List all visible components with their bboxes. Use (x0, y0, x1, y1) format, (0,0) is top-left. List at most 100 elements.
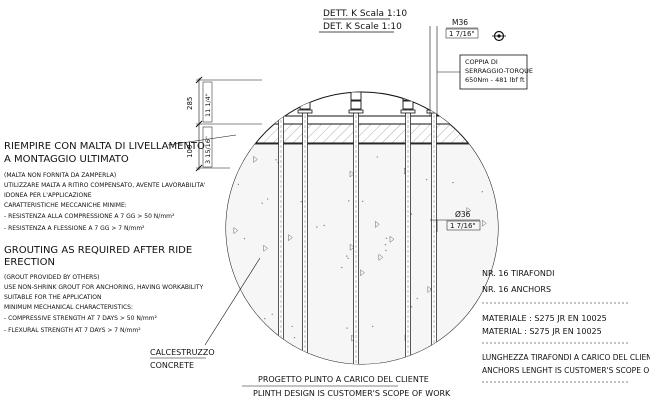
aggregate-speck (293, 336, 296, 339)
material-it: MATERIALE : S275 JR EN 10025 (482, 314, 607, 323)
hole-diameter-inch: 1 7/16" (450, 222, 476, 230)
aggregate-speck (372, 325, 374, 328)
aggregate-speck (252, 336, 257, 344)
torque-line-2: SERRAGGIO-TORQUE (465, 67, 533, 75)
aggregate-speck (243, 237, 246, 240)
concrete-label-en: CONCRETE (150, 361, 194, 370)
aggregate-speck (263, 244, 269, 252)
aggregate-speck (261, 202, 263, 204)
anchors-count-it: NR. 16 TIRAFONDI (482, 269, 554, 278)
anchors-count-en: NR. 16 ANCHORS (482, 285, 551, 294)
torque-line-1: COPPIA DI (465, 58, 498, 66)
aggregate-speck (346, 255, 348, 257)
aggregate-speck (275, 159, 277, 161)
aggregate-speck (385, 249, 387, 252)
aggregate-speck (349, 243, 355, 251)
aggregate-speck (349, 170, 355, 178)
aggregate-speck (425, 178, 428, 181)
aggregate-speck (316, 226, 318, 228)
material-en: MATERIAL : S275 JR EN 10025 (482, 327, 602, 336)
aggregate-speck (347, 257, 349, 260)
aggregate-speck (482, 219, 487, 227)
aggregate-speck (254, 359, 257, 361)
anchor-nut (350, 100, 362, 110)
aggregate-speck (237, 183, 240, 186)
aggregate-speck (481, 191, 484, 193)
anchor-nut (275, 92, 287, 101)
anchor-washer (348, 109, 364, 114)
anchor-nut (428, 100, 440, 110)
anchor-washer (400, 109, 416, 114)
aggregate-speck (474, 331, 476, 334)
aggregate-speck (361, 200, 364, 203)
torque-line-3: 650Nm - 481 lbf ft (465, 76, 525, 84)
grout-en-line-2: USE NON-SHRINK GROUT FOR ANCHORING, HAVI… (4, 284, 204, 291)
dim-285: 285 (186, 97, 194, 110)
aggregate-speck (416, 297, 418, 300)
grout-en-line-3: SUITABLE FOR THE APPLICATION (4, 294, 101, 301)
torque-icon (492, 30, 506, 42)
aggregate-speck (477, 354, 479, 357)
grout-en-line-6: - FLEXURAL STRENGTH AT 7 DAYS > 7 N/mm² (4, 327, 141, 334)
anchor-nut (402, 100, 414, 110)
aggregate-speck (452, 181, 454, 184)
grout-it-title-1: RIEMPIRE CON MALTA DI LIVELLAMENTO (4, 141, 205, 152)
dim-100-inch: 3 15/16" (204, 136, 212, 164)
grout-it-title-2: A MONTAGGIO ULTIMATO (4, 154, 129, 165)
aggregate-speck (427, 285, 433, 293)
anchor-length-it: LUNGHEZZA TIRAFONDI A CARICO DEL CLIENTE (482, 353, 650, 362)
aggregate-speck (275, 358, 278, 360)
aggregate-speck (252, 346, 258, 354)
bolt-size-inch-label: 1 7/16" (449, 30, 475, 38)
anchor-nut (350, 92, 362, 101)
footer-it: PROGETTO PLINTO A CARICO DEL CLIENTE (258, 375, 429, 384)
torque-box (459, 54, 528, 90)
aggregate-speck (385, 237, 388, 239)
anchor-nut (428, 92, 440, 101)
footer-en: PLINTH DESIGN IS CUSTOMER'S SCOPE OF WOR… (253, 389, 451, 398)
aggregate-speck (271, 313, 273, 315)
dim-285-inch: 11 1/4" (204, 93, 212, 117)
aggregate-speck (264, 317, 266, 320)
aggregate-speck (301, 352, 303, 354)
grout-it-line-4: CARATTERISTICHE MECCANICHE MINIME: (4, 202, 127, 209)
aggregate-speck (346, 327, 348, 329)
concrete-label-it: CALCESTRUZZO (150, 348, 215, 357)
dim-100: 100 (186, 145, 194, 158)
aggregate-speck (375, 220, 380, 228)
grout-en-line-1: (GROUT PROVIDED BY OTHERS) (4, 274, 99, 281)
aggregate-speck (376, 156, 378, 158)
aggregate-speck (384, 243, 387, 246)
detail-title-it: DETT. K Scala 1:10 (323, 9, 407, 19)
aggregate-speck (323, 224, 325, 227)
grout-it-line-5: - RESISTENZA ALLA COMPRESSIONE A 7 GG > … (4, 213, 175, 220)
grout-it-line-6: - RESISTENZA A FLESSIONE A 7 GG > 7 N/mm… (4, 225, 145, 232)
aggregate-speck (389, 235, 395, 243)
anchor-length-en: ANCHORS LENGHT IS CUSTOMER'S SCOPE OF WO… (482, 366, 650, 375)
aggregate-speck (341, 266, 343, 269)
anchor-nut (275, 100, 287, 110)
aggregate-speck (348, 200, 350, 202)
hole-diameter-label: Ø36 (455, 210, 471, 219)
bolt-size-label: M36 (452, 18, 468, 27)
aggregate-speck (233, 227, 239, 235)
aggregate-speck (291, 325, 293, 328)
aggregate-speck (253, 155, 258, 163)
grout-it-line-1: (MALTA NON FORNITA DA ZAMPERLA) (4, 172, 116, 179)
anchor-nut (299, 100, 311, 110)
grout-it-line-3: IDONEA PER L'APPLICAZIONE (4, 192, 92, 199)
anchor-washer (297, 109, 313, 114)
detail-title-en: DET. K Scale 1:10 (323, 22, 402, 32)
aggregate-speck (266, 198, 269, 200)
anchor-washer (273, 109, 289, 114)
grout-en-line-5: - COMPRESSIVE STRENGTH AT 7 DAYS > 50 N/… (4, 315, 158, 322)
aggregate-speck (360, 269, 365, 277)
grout-en-title-1: GROUTING AS REQUIRED AFTER RIDE (4, 245, 192, 256)
aggregate-speck (456, 354, 458, 357)
aggregate-speck (378, 253, 384, 261)
aggregate-speck (466, 207, 472, 215)
anchor-nut (299, 92, 311, 101)
aggregate-speck (288, 234, 293, 242)
grout-it-line-2: UTILIZZARE MALTA A RITIRO COMPENSATO, AV… (4, 182, 206, 189)
grout-layer (226, 123, 498, 145)
